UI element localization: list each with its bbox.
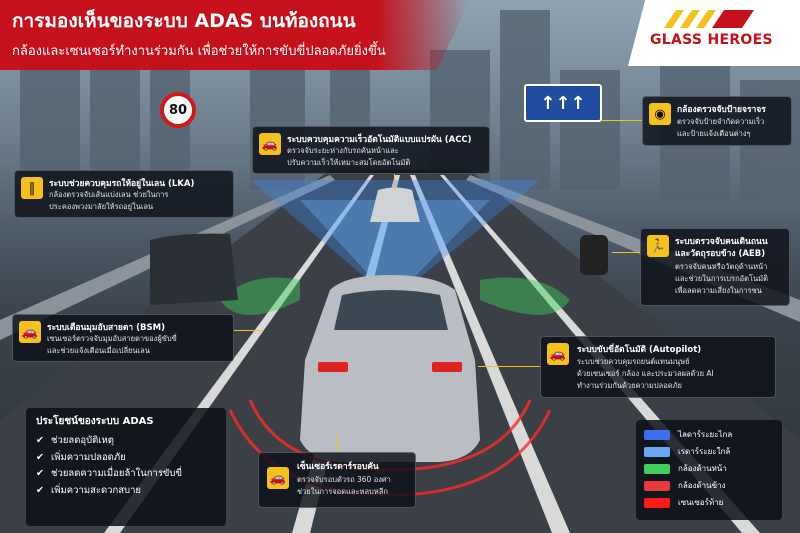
title-band bbox=[0, 0, 470, 70]
autopilot-desc-1: ระบบช่วยควบคุมรถยนต์แทนมนุษย์ bbox=[577, 357, 690, 366]
autopilot-desc-2: ด้วยเซนเซอร์ กล้อง และประมวลผลด้วย AI bbox=[577, 369, 714, 378]
acc-connector bbox=[394, 174, 395, 190]
bsm-desc-2: และช่วยแจ้งเตือนเมื่อเปลี่ยนเลน bbox=[47, 346, 150, 355]
autopilot-desc-3: ทำงานร่วมกันด้วยความปลอดภัย bbox=[577, 381, 682, 390]
benefit-item: ✔ เพิ่มความปลอดภัย bbox=[36, 450, 216, 467]
legend-swatch bbox=[644, 429, 670, 440]
aeb-desc-1: ตรวจจับคนหรือวัตถุด้านหน้า bbox=[675, 262, 768, 271]
aeb-connector bbox=[612, 252, 640, 253]
aeb-callout: 🏃 ระบบตรวจจับคนเดินถนน และวัตถุรอบข้าง (… bbox=[640, 228, 790, 306]
car-icon: 🚗 bbox=[259, 133, 281, 155]
acc-title: ระบบควบคุมความเร็วอัตโนมัติแบบแปรผัน (AC… bbox=[287, 135, 472, 145]
acc-desc-1: ตรวจจับระยะห่างกับรถคันหน้าและ bbox=[287, 146, 399, 155]
acc-desc-2: ปรับความเร็วให้เหมาะสมโดยอัตโนมัติ bbox=[287, 158, 411, 167]
logo-text: GLASS HEROES bbox=[650, 32, 773, 48]
camera-icon: ◉ bbox=[649, 103, 671, 125]
benefits-panel: ประโยชน์ของระบบ ADAS ✔ ช่วยลดอุบัติเหตุ … bbox=[26, 408, 226, 526]
aeb-title-2: และวัตถุรอบข้าง (AEB) bbox=[675, 249, 766, 259]
benefit-item: ✔ ช่วยลดอุบัติเหตุ bbox=[36, 433, 216, 450]
blind-spot-icon: 🚗 bbox=[19, 321, 41, 343]
camera-desc-2: และป้ายแจ้งเตือนต่างๆ bbox=[677, 129, 751, 138]
lka-desc-1: กล้องตรวจจับเส้นแบ่งเลน ช่วยในการ bbox=[49, 190, 169, 199]
camera-title: กล้องตรวจจับป้ายจราจร bbox=[677, 105, 766, 115]
legend-item: กล้องด้านหน้า bbox=[644, 460, 774, 477]
legend-swatch bbox=[644, 463, 670, 474]
autopilot-callout: 🚗 ระบบขับขี่อัตโนมัติ (Autopilot) ระบบช่… bbox=[540, 336, 776, 398]
park-desc-1: ตรวจจับรอบตัวรถ 360 องศา bbox=[297, 475, 391, 484]
camera-desc-1: ตรวจจับป้ายจำกัดความเร็ว bbox=[677, 117, 765, 126]
park-desc-2: ช่วยในการจอดและหลบหลีก bbox=[297, 487, 388, 496]
check-icon: ✔ bbox=[36, 468, 44, 480]
lka-callout: ‖ ระบบช่วยควบคุมรถให้อยู่ในเลน (LKA) กล้… bbox=[14, 170, 234, 218]
benefit-item: ✔ ช่วยลดความเมื่อยล้าในการขับขี่ bbox=[36, 466, 216, 483]
page-subtitle: กล้องและเซนเซอร์ทำงานร่วมกัน เพื่อช่วยให… bbox=[12, 44, 386, 59]
legend-item: เซนเซอร์ท้าย bbox=[644, 494, 774, 511]
speed-limit-sign: 80 bbox=[160, 92, 196, 128]
legend-item: กล้องด้านข้าง bbox=[644, 477, 774, 494]
park-callout: 🚗 เซ็นเซอร์เรดาร์รอบคัน ตรวจจับรอบตัวรถ … bbox=[258, 452, 416, 508]
autopilot-connector bbox=[478, 366, 540, 367]
legend-swatch bbox=[644, 446, 670, 457]
legend-swatch bbox=[644, 497, 670, 508]
legend-item: ไลดาร์ระยะไกล bbox=[644, 426, 774, 443]
check-icon: ✔ bbox=[36, 451, 44, 463]
check-icon: ✔ bbox=[36, 435, 44, 446]
aeb-desc-3: เพื่อลดความเสี่ยงในการชน bbox=[675, 286, 762, 295]
lane-icon: ‖ bbox=[21, 177, 43, 199]
bsm-desc-1: เซนเซอร์ตรวจจับมุมอับสายตาของผู้ขับขี่ bbox=[47, 334, 177, 343]
aeb-desc-2: และช่วยในการเบรกอัตโนมัติ bbox=[675, 274, 768, 283]
overhead-arrow-sign: ↑↑↑ bbox=[524, 84, 602, 122]
radar-car-icon: 🚗 bbox=[267, 467, 289, 489]
bsm-callout: 🚗 ระบบเตือนมุมอับสายตา (BSM) เซนเซอร์ตรว… bbox=[12, 314, 234, 362]
pedestrian-icon: 🏃 bbox=[647, 235, 669, 257]
check-icon: ✔ bbox=[36, 484, 44, 496]
aeb-title-1: ระบบตรวจจับคนเดินถนน bbox=[675, 237, 768, 247]
park-title: เซ็นเซอร์เรดาร์รอบคัน bbox=[297, 462, 379, 472]
lka-desc-2: ประคองพวงมาลัยให้รถอยู่ในเลน bbox=[49, 202, 154, 211]
benefits-title: ประโยชน์ของระบบ ADAS bbox=[36, 416, 154, 427]
bsm-connector bbox=[234, 330, 264, 331]
sensor-legend: ไลดาร์ระยะไกล เรดาร์ระยะใกล้ กล้องด้านหน… bbox=[636, 420, 782, 520]
page-title: การมองเห็นของระบบ ADAS บนท้องถนน bbox=[12, 10, 356, 32]
bsm-title: ระบบเตือนมุมอับสายตา (BSM) bbox=[47, 323, 165, 333]
camera-callout: ◉ กล้องตรวจจับป้ายจราจร ตรวจจับป้ายจำกัด… bbox=[642, 96, 792, 146]
benefit-item: ✔ เพิ่มความสะดวกสบาย bbox=[36, 483, 216, 500]
camera-connector bbox=[602, 120, 642, 121]
park-connector bbox=[336, 436, 337, 452]
autopilot-icon: 🚗 bbox=[547, 343, 569, 365]
autopilot-title: ระบบขับขี่อัตโนมัติ (Autopilot) bbox=[577, 345, 702, 355]
acc-callout: 🚗 ระบบควบคุมความเร็วอัตโนมัติแบบแปรผัน (… bbox=[252, 126, 490, 174]
legend-item: เรดาร์ระยะใกล้ bbox=[644, 443, 774, 460]
glass-heroes-logo-icon bbox=[664, 10, 754, 28]
lka-title: ระบบช่วยควบคุมรถให้อยู่ในเลน (LKA) bbox=[49, 179, 195, 189]
legend-swatch bbox=[644, 480, 670, 491]
